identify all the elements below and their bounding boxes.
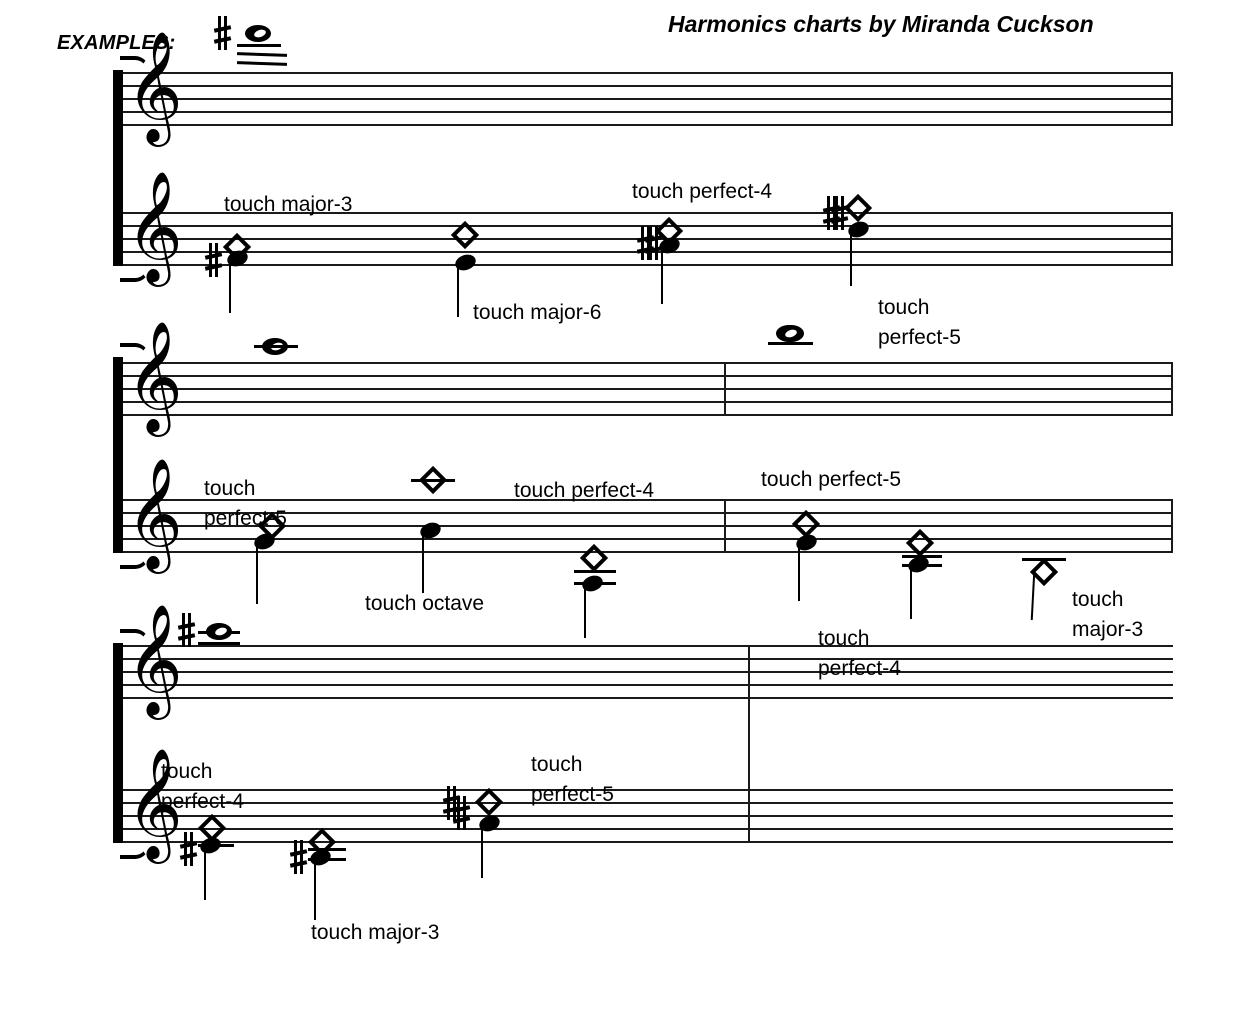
staff-upper-1	[123, 72, 1173, 126]
stem	[314, 864, 316, 920]
barline-full	[748, 645, 750, 843]
staff-upper-2	[123, 362, 1173, 416]
annotation-touch-major-6: touch major-6	[473, 301, 602, 324]
bracket-tip-bottom	[120, 549, 149, 569]
bracket-tip-bottom	[120, 839, 149, 859]
annotation-touch-octave: touch octave	[365, 592, 485, 615]
barline	[724, 499, 726, 553]
page-title: Harmonics charts by Miranda Cuckson	[668, 11, 1094, 37]
sharp-icon	[452, 796, 471, 830]
ledger-line	[236, 52, 288, 57]
annotation-touch-perfect-5: touch perfect-5	[761, 468, 902, 491]
treble-clef-icon: 𝄞	[126, 170, 183, 282]
ledger-line	[198, 642, 240, 645]
sharp-icon	[179, 832, 198, 866]
barline	[1171, 212, 1173, 266]
bracket-tip-bottom	[120, 262, 149, 282]
bracket-tip-top	[120, 56, 149, 76]
ledger-line	[237, 44, 281, 47]
stem	[457, 267, 459, 317]
annotation-touch-perfect-4: touch perfect-4	[514, 479, 655, 502]
treble-clef-icon: 𝄞	[126, 30, 183, 142]
annotation-touch-perfect-4: touch perfect-4	[632, 180, 773, 203]
barline	[1171, 72, 1173, 126]
ledger-line	[198, 844, 234, 847]
ledger-line	[902, 564, 942, 567]
annotation-touch-perfect-5: touch perfect-5	[531, 753, 614, 806]
system-bracket	[113, 357, 123, 553]
barline	[724, 362, 726, 416]
staff-upper-3	[123, 645, 1173, 699]
ledger-line	[411, 479, 455, 482]
treble-clef-icon: 𝄞	[126, 603, 183, 715]
sharp-icon	[636, 226, 655, 260]
stem	[798, 547, 800, 601]
system-bracket	[113, 70, 123, 266]
staff-lower-2	[123, 499, 1173, 553]
stem	[584, 588, 586, 638]
barline	[1171, 499, 1173, 553]
annotation-touch-major-3: touch major-3	[224, 193, 353, 216]
whole-notehead-icon	[776, 325, 802, 342]
whole-notehead-icon	[245, 25, 271, 42]
ledger-line	[574, 582, 616, 585]
sharp-icon	[822, 196, 841, 230]
treble-clef-icon: 𝄞	[126, 457, 183, 569]
annotation-touch-major-3: touch major-3	[311, 921, 440, 944]
staff-lower-3	[123, 789, 1173, 843]
whole-notehead-icon	[206, 623, 232, 640]
ledger-line	[308, 858, 346, 861]
stem	[910, 569, 912, 619]
system-bracket	[113, 643, 123, 843]
ledger-line	[254, 345, 298, 348]
stem	[850, 234, 852, 286]
stem	[229, 263, 231, 313]
stem	[422, 535, 424, 593]
stem	[1030, 571, 1036, 621]
bracket-tip-top	[120, 629, 149, 649]
examples-label: EXAMPLES:	[57, 32, 176, 54]
ledger-line	[1022, 558, 1066, 561]
sharp-icon	[442, 786, 461, 820]
annotation-touch-major-3: touch major-3	[1072, 588, 1144, 641]
ledger-line	[236, 61, 288, 66]
barline	[1171, 362, 1173, 416]
stem	[204, 848, 206, 900]
stem	[256, 546, 258, 604]
sharp-icon	[177, 613, 196, 647]
treble-clef-icon: 𝄞	[126, 747, 183, 859]
sharp-icon	[644, 226, 663, 260]
sharp-icon	[204, 243, 223, 277]
annotation-touch-perfect-4: touch perfect-4	[161, 760, 244, 813]
bracket-tip-top	[120, 343, 149, 363]
sharp-icon	[213, 16, 232, 50]
annotation-touch-perfect-5: touch perfect-5	[878, 296, 961, 349]
stem	[481, 828, 483, 878]
treble-clef-icon: 𝄞	[126, 320, 183, 432]
ledger-line	[768, 342, 812, 345]
ledger-line	[574, 570, 616, 573]
annotation-touch-perfect-5: touch perfect-5	[204, 477, 287, 530]
stem	[661, 250, 663, 304]
sharp-icon	[830, 196, 849, 230]
sharp-icon	[289, 840, 308, 874]
annotation-touch-perfect-4: touch perfect-4	[818, 627, 901, 680]
